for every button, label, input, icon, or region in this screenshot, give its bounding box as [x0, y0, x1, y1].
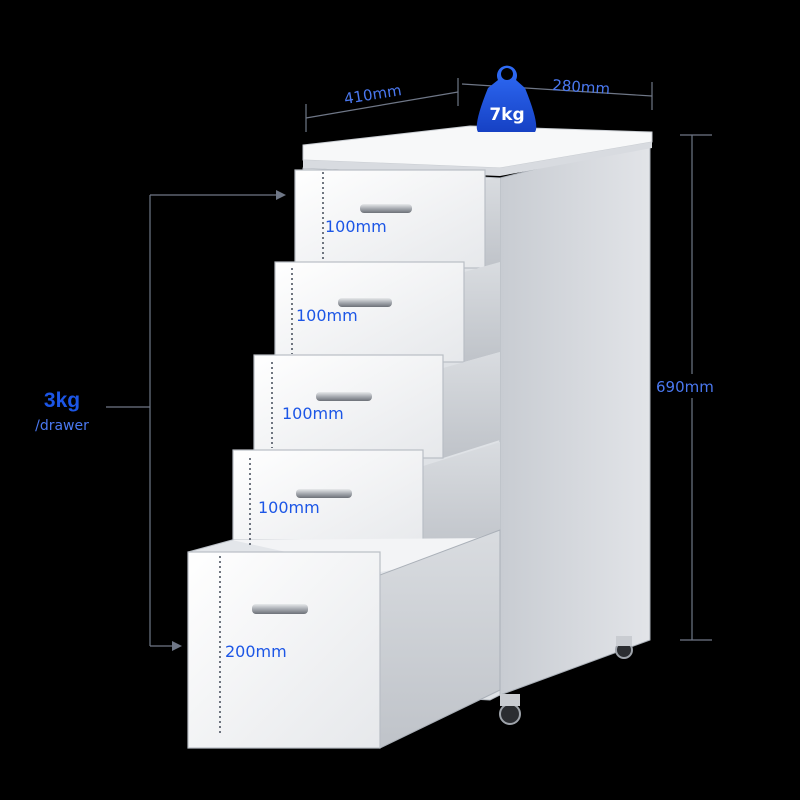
drawer-1-handle[interactable] — [360, 204, 412, 213]
drawer-5[interactable] — [187, 529, 501, 749]
drawer-3-side — [443, 352, 500, 458]
width-dimension — [305, 78, 459, 132]
drawer-3-height-label: 100mm — [282, 404, 344, 423]
cabinet-side-panel — [499, 139, 651, 696]
cabinet-top-edge — [303, 142, 652, 176]
weight-badge: 7kg — [476, 65, 537, 132]
drawer-3[interactable] — [253, 352, 500, 459]
height-label-backdrop — [654, 374, 728, 398]
drawer-3-front — [253, 354, 444, 459]
caster-mount-front — [500, 694, 520, 706]
drawer-2-side — [464, 262, 500, 362]
drawer-2-height-label: 100mm — [296, 306, 358, 325]
caster-mount-back — [616, 636, 632, 646]
drawer-1-side — [485, 178, 500, 268]
caster-wheel-front — [499, 703, 521, 725]
weight-badge-label: 7kg — [489, 105, 524, 125]
drawer-4[interactable] — [232, 442, 500, 557]
drawer-height-markers — [219, 172, 324, 736]
drawer-2-front — [274, 261, 465, 363]
drawer-load-value: 3kg — [44, 389, 80, 412]
drawer-2[interactable] — [274, 261, 500, 363]
weight-icon — [476, 65, 537, 132]
width-label: 410mm — [343, 81, 403, 108]
bracket-arrow-top — [276, 190, 286, 200]
drawer-1[interactable] — [294, 169, 500, 269]
drawer-load-bracket — [106, 194, 280, 647]
drawer-3-handle[interactable] — [316, 392, 372, 401]
drawer-4-handle[interactable] — [296, 489, 352, 498]
drawer-5-front — [187, 551, 381, 749]
depth-label: 280mm — [552, 76, 611, 98]
drawer-load-unit: /drawer — [35, 418, 89, 434]
drawer-2-handle[interactable] — [338, 298, 392, 307]
drawer-4-height-label: 100mm — [258, 498, 320, 517]
drawer-4-side — [423, 442, 500, 556]
drawer-5-handle[interactable] — [252, 604, 308, 614]
drawer-5-height-label: 200mm — [225, 642, 287, 661]
casters — [499, 636, 633, 725]
bracket-arrow-bottom — [172, 641, 182, 651]
height-label: 690mm — [656, 378, 714, 396]
drawer-1-height-label: 100mm — [325, 217, 387, 236]
